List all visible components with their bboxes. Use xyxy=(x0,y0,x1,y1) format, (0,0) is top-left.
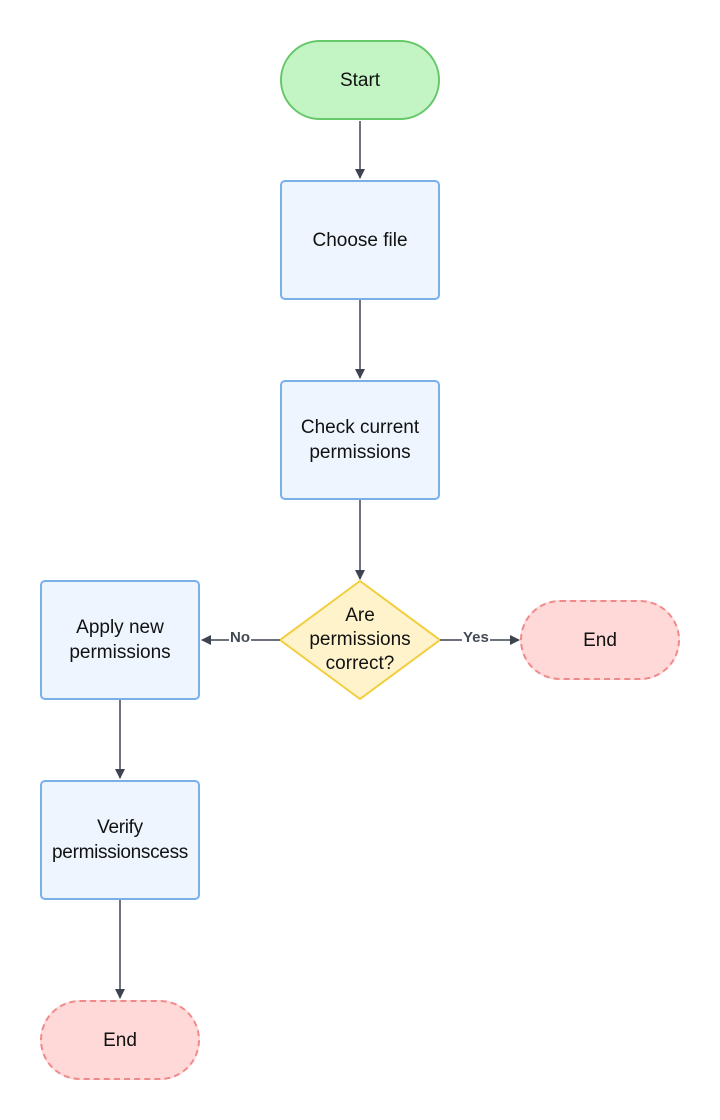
choose-file-node[interactable]: Choose file xyxy=(280,180,440,300)
check-permissions-label: Check current permissions xyxy=(300,417,420,463)
decision-label: Are permissions correct? xyxy=(309,605,411,674)
apply-permissions-node[interactable]: Apply new permissions xyxy=(40,580,200,700)
start-node[interactable]: Start xyxy=(280,40,440,120)
edge-label-no: No xyxy=(229,629,251,647)
choose-file-label: Choose file xyxy=(312,229,408,251)
end-node-bottom[interactable]: End xyxy=(40,1000,200,1080)
end-node-right[interactable]: End xyxy=(520,600,680,680)
verify-node[interactable]: Verify permissionscess xyxy=(40,780,200,900)
verify-label: Verify permissionscess xyxy=(52,817,188,863)
end-bottom-label: End xyxy=(103,1029,137,1051)
edge-label-yes: Yes xyxy=(462,629,490,647)
decision-node[interactable]: Are permissions correct? xyxy=(295,598,425,682)
check-permissions-node[interactable]: Check current permissions xyxy=(280,380,440,500)
decision-diamond[interactable] xyxy=(279,580,441,700)
end-right-label: End xyxy=(583,629,617,651)
start-label: Start xyxy=(339,69,381,91)
apply-permissions-label: Apply new permissions xyxy=(69,617,171,663)
